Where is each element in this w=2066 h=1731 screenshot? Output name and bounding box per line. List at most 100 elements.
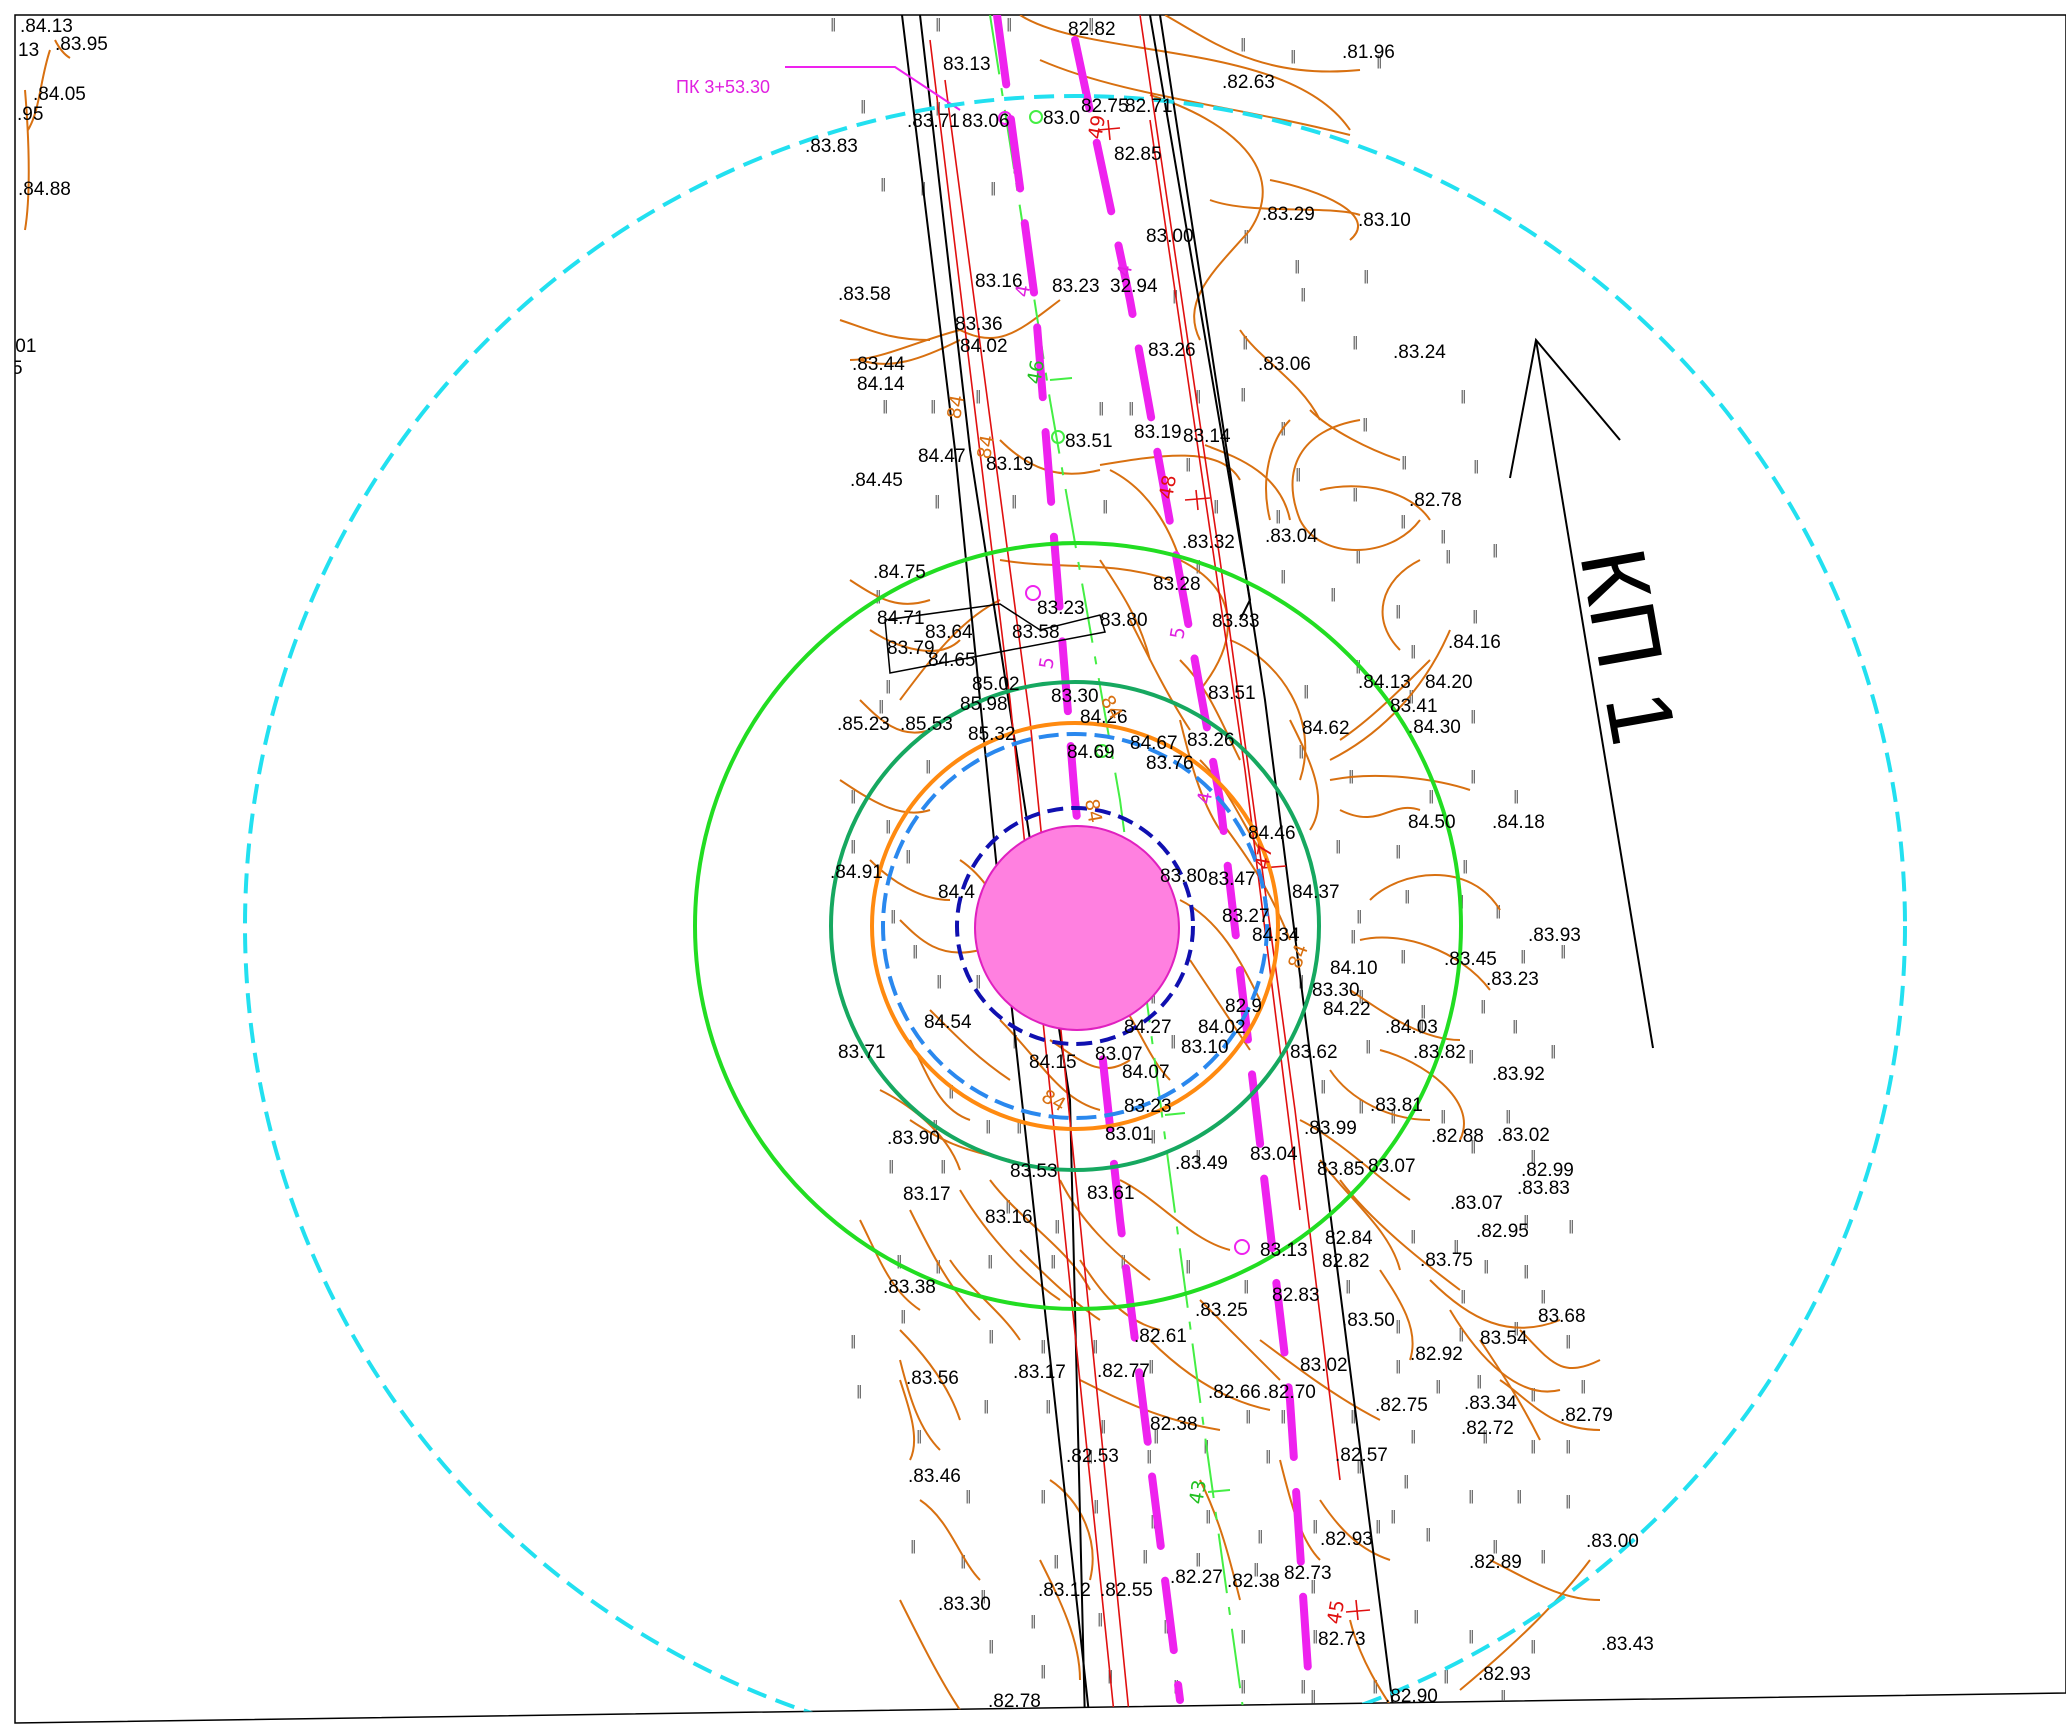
- contour-line: [959, 299, 1061, 339]
- axis-node: [1025, 585, 1041, 601]
- contour-line: [1209, 199, 1361, 216]
- spot-elevation: 82.84: [1325, 1228, 1373, 1249]
- hatch-tick: ‖: [1352, 487, 1359, 502]
- contour-line: [1019, 15, 1351, 131]
- hatch-tick: ‖: [1390, 1109, 1397, 1124]
- spot-elevation: 83.76: [1146, 753, 1194, 774]
- spot-elevation: .95: [17, 104, 43, 125]
- hatch-tick: ‖: [1468, 1049, 1475, 1064]
- hatch-tick: ‖: [1242, 335, 1249, 350]
- contour-line: [1289, 719, 1320, 831]
- hatch-tick: ‖: [1428, 789, 1435, 804]
- hatch-tick: ‖: [983, 1399, 990, 1414]
- hatch-tick: ‖: [1352, 335, 1359, 350]
- green-tick: [1207, 1489, 1231, 1493]
- hatch-tick: ‖: [1473, 459, 1480, 474]
- hatch-tick: ‖: [1400, 949, 1407, 964]
- green-node: [1029, 110, 1043, 124]
- spot-elevation: 84.65: [928, 650, 976, 671]
- spot-elevation: .84.75: [873, 562, 926, 583]
- contour-label: 84: [943, 393, 969, 421]
- hatch-tick: ‖: [1040, 1339, 1047, 1354]
- hatch-tick: ‖: [1408, 689, 1415, 704]
- contour-line: [27, 49, 51, 131]
- spot-elevation: .83.95: [55, 34, 108, 55]
- hatch-tick: ‖: [1350, 1409, 1357, 1424]
- spot-elevation: .85.23: [837, 714, 890, 735]
- hatch-tick: ‖: [1240, 37, 1247, 52]
- hatch-tick: ‖: [1410, 1229, 1417, 1244]
- spot-elevation: .01: [10, 336, 36, 357]
- spot-elevation: .82.78: [1409, 490, 1462, 511]
- hatch-tick: ‖: [1240, 387, 1247, 402]
- contour-line: [1149, 1339, 1271, 1411]
- picket-label: 4: [1011, 283, 1035, 299]
- axis-node: [998, 111, 1012, 125]
- contour-line: [1199, 1479, 1241, 1601]
- spot-elevation: 84.14: [857, 374, 905, 395]
- spot-elevation: 84.54: [924, 1012, 972, 1033]
- hatch-tick: ‖: [1472, 609, 1479, 624]
- hatch-tick: ‖: [1435, 1379, 1442, 1394]
- picket-tick-47: [1261, 865, 1287, 869]
- road-edge-right: [1159, 15, 1396, 1723]
- spot-elevation: 83.16: [975, 271, 1023, 292]
- spot-elevation: .84.30: [1408, 717, 1461, 738]
- spot-elevation: .83.00: [1586, 1531, 1639, 1552]
- spot-elevation: .84.45: [850, 470, 903, 491]
- hatch-tick: ‖: [1040, 1489, 1047, 1504]
- spot-elevation: .83.32: [1182, 532, 1235, 553]
- hatch-tick: ‖: [1520, 949, 1527, 964]
- spot-elevation: 83.62: [1290, 1042, 1338, 1063]
- hatch-tick: ‖: [882, 399, 889, 414]
- spot-elevation: 84.71: [877, 608, 925, 629]
- spot-elevation: .83.07: [1450, 1193, 1503, 1214]
- contour-line: [1429, 1279, 1561, 1329]
- hatch-tick: ‖: [1500, 1689, 1507, 1704]
- contour-line: [1059, 1179, 1151, 1281]
- hatch-tick: ‖: [1550, 1044, 1557, 1059]
- hatch-tick: ‖: [1440, 529, 1447, 544]
- terrain-hatch-marks: ‖‖‖‖‖‖‖‖‖‖‖‖‖‖‖‖‖‖‖‖‖‖‖‖‖‖‖‖‖‖‖‖‖‖‖‖‖‖‖‖…: [830, 17, 1587, 1704]
- contour-label: 84: [973, 433, 999, 461]
- contour-line: [1049, 1039, 1131, 1070]
- contour-line: [1459, 1559, 1591, 1691]
- spot-elevation: 83.04: [1250, 1144, 1298, 1165]
- spot-elevation: 83.17: [903, 1184, 951, 1205]
- hatch-tick: ‖: [1460, 1289, 1467, 1304]
- hatch-tick: ‖: [1053, 1554, 1060, 1569]
- spot-elevation: .82.70: [1263, 1382, 1316, 1403]
- hatch-tick: ‖: [1403, 1474, 1410, 1489]
- picket-label: 45: [1323, 1598, 1349, 1626]
- hatch-tick: ‖: [1483, 1259, 1490, 1274]
- contour-line: [879, 1089, 961, 1171]
- hatch-tick: ‖: [1005, 1199, 1012, 1214]
- spot-elevation: 82.9: [1225, 996, 1262, 1017]
- magenta-markers: [785, 66, 1250, 1255]
- green-tick: [1049, 377, 1073, 381]
- spot-elevation: 83.10: [1181, 1037, 1229, 1058]
- road-edge-left: [901, 15, 1091, 1723]
- hatch-tick: ‖: [912, 944, 919, 959]
- spot-elevation: 83.26: [1187, 730, 1235, 751]
- contour-line: [1129, 619, 1191, 731]
- spot-elevation: 83.0: [1043, 108, 1080, 129]
- spot-elevation: 83.13: [943, 54, 991, 75]
- hatch-tick: ‖: [1395, 604, 1402, 619]
- axis-node: [1234, 1239, 1250, 1255]
- contour-line: [849, 329, 961, 361]
- hatch-tick: ‖: [1300, 287, 1307, 302]
- hatch-tick: ‖: [1492, 1539, 1499, 1554]
- hatch-tick: ‖: [1243, 1279, 1250, 1294]
- hatch-tick: ‖: [1530, 1387, 1537, 1402]
- hatch-tick: ‖: [1513, 789, 1520, 804]
- contour-line: [1049, 1479, 1094, 1581]
- contour-line: [909, 1209, 981, 1321]
- contour-line: [1099, 454, 1241, 481]
- spot-elevation: 83.19: [986, 454, 1034, 475]
- contour-line: [1149, 94, 1264, 341]
- hatch-tick: ‖: [1303, 684, 1310, 699]
- hatch-tick: ‖: [1087, 1449, 1094, 1464]
- hatch-tick: ‖: [1257, 1529, 1264, 1544]
- hatch-tick: ‖: [1580, 1379, 1587, 1394]
